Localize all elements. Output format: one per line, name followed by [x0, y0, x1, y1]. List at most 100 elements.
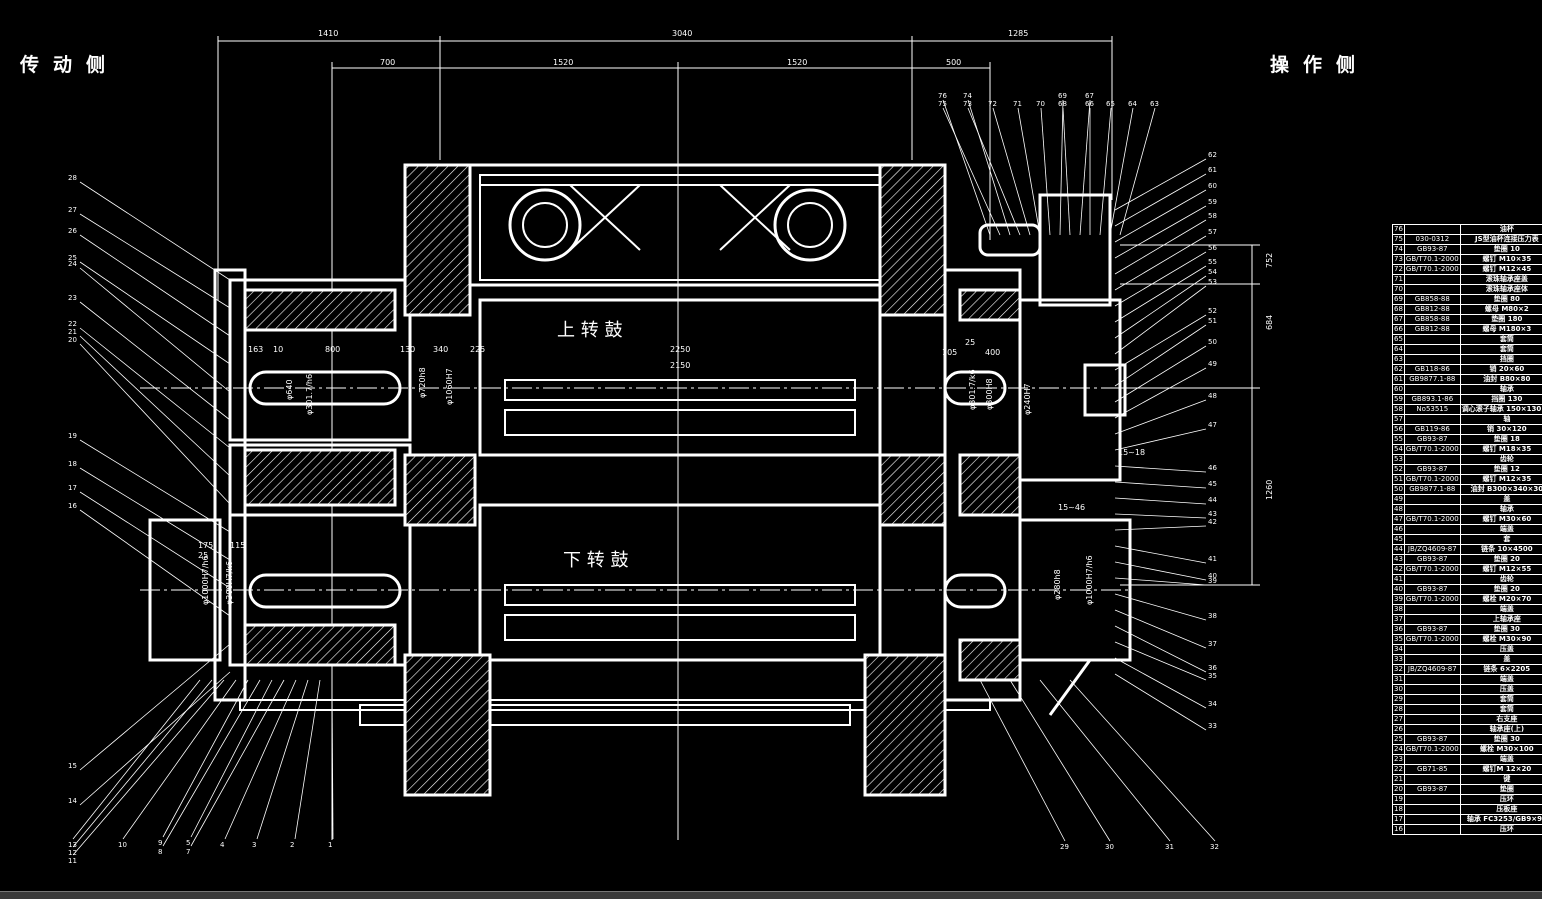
bom-cell-code — [1404, 495, 1460, 505]
dimension-value: 115 — [230, 541, 245, 550]
leader-line — [80, 468, 230, 560]
bom-row: 60轴承1 — [1393, 385, 1542, 395]
bom-cell-name: 销 30×120 — [1460, 425, 1542, 435]
callout-number: 5 — [186, 839, 190, 847]
callout-number: 58 — [1208, 212, 1217, 220]
bom-cell-no: 29 — [1393, 695, 1405, 705]
bom-cell-name: 垫圈 20 — [1460, 555, 1542, 565]
bom-cell-name: 端盖 — [1460, 525, 1542, 535]
dimension-value: 752 — [1265, 253, 1274, 268]
bom-cell-name: 齿轮 — [1460, 455, 1542, 465]
bom-cell-code: GB/T70.1-2000 — [1404, 745, 1460, 755]
bom-row: 70滚珠轴承座体1 — [1393, 285, 1542, 295]
callout-number: 24 — [68, 260, 77, 268]
leader-line — [1115, 514, 1206, 518]
bom-cell-no: 51 — [1393, 475, 1405, 485]
bom-cell-no: 19 — [1393, 795, 1405, 805]
bom-cell-no: 16 — [1393, 825, 1405, 835]
bom-cell-no: 57 — [1393, 415, 1405, 425]
bom-row: 45套1 — [1393, 535, 1542, 545]
leader-line — [80, 268, 230, 392]
bom-cell-no: 23 — [1393, 755, 1405, 765]
callout-number: 19 — [68, 432, 77, 440]
bom-cell-name: 销 20×60 — [1460, 365, 1542, 375]
callout-number: 33 — [1208, 722, 1217, 730]
bom-cell-code: GB93-87 — [1404, 785, 1460, 795]
bom-cell-name: 端盖 — [1460, 755, 1542, 765]
upper-left-pulley — [510, 190, 580, 260]
callout-number: 73 — [963, 100, 972, 108]
bom-cell-code: GB812-88 — [1404, 325, 1460, 335]
callout-number: 17 — [68, 484, 77, 492]
callout-number: 54 — [1208, 268, 1217, 276]
bom-row: 34压盖2 — [1393, 645, 1542, 655]
bom-row: 37上轴承座2 — [1393, 615, 1542, 625]
dimension-value: 1285 — [1008, 29, 1028, 38]
bom-cell-name: 油封 B80×80 — [1460, 375, 1542, 385]
bom-cell-name: 齿轮 — [1460, 575, 1542, 585]
leader-line — [80, 644, 230, 770]
bom-cell-name: 油封 B300×340×30 — [1460, 485, 1542, 495]
leader-line — [1115, 236, 1206, 290]
bom-cell-name: 键 — [1460, 775, 1542, 785]
bom-row: 46端盖1 — [1393, 525, 1542, 535]
callout-number: 20 — [68, 336, 77, 344]
bom-cell-code: GB93-87 — [1404, 435, 1460, 445]
fit-tolerance-label: φ300H8 — [985, 378, 994, 410]
leader-line — [1115, 368, 1206, 418]
bom-cell-name: 螺钉 M12×45 — [1460, 265, 1542, 275]
callout-number: 75 — [938, 100, 947, 108]
leader-line — [1115, 498, 1206, 504]
callout-number: 64 — [1128, 100, 1137, 108]
leader-line — [1115, 315, 1206, 370]
callout-number: 74 — [963, 92, 972, 100]
bom-cell-no: 45 — [1393, 535, 1405, 545]
leader-line — [1115, 276, 1206, 338]
callout-number: 34 — [1208, 700, 1217, 708]
leader-line — [191, 680, 272, 837]
bom-cell-no: 75 — [1393, 235, 1405, 245]
callout-number: 9 — [158, 839, 162, 847]
leader-line — [80, 302, 230, 420]
bom-cell-code — [1404, 335, 1460, 345]
bom-cell-code — [1404, 415, 1460, 425]
bom-cell-no: 67 — [1393, 315, 1405, 325]
bom-cell-name: 螺栓 M20×70 — [1460, 595, 1542, 605]
bom-cell-code — [1404, 355, 1460, 365]
bom-cell-no: 41 — [1393, 575, 1405, 585]
bom-cell-no: 56 — [1393, 425, 1405, 435]
leader-line — [943, 100, 990, 235]
callout-number: 69 — [1058, 92, 1067, 100]
dimension-value: 15~46 — [1058, 503, 1085, 512]
fit-tolerance-label: φ720h8 — [418, 367, 427, 398]
bom-cell-code: No53515 — [1404, 405, 1460, 415]
callout-number: 8 — [158, 848, 162, 856]
callout-number: 2 — [290, 841, 294, 849]
bom-cell-name: 上轴承座 — [1460, 615, 1542, 625]
bom-cell-name: 轴承 — [1460, 505, 1542, 515]
bom-cell-no: 22 — [1393, 765, 1405, 775]
bom-cell-no: 60 — [1393, 385, 1405, 395]
bom-cell-no: 31 — [1393, 675, 1405, 685]
bom-cell-no: 71 — [1393, 275, 1405, 285]
bom-cell-code — [1404, 825, 1460, 835]
bom-cell-no: 38 — [1393, 605, 1405, 615]
callout-number: 66 — [1085, 100, 1094, 108]
bom-cell-code: GB93-87 — [1404, 625, 1460, 635]
bom-cell-code: GB118-86 — [1404, 365, 1460, 375]
callout-number: 22 — [68, 320, 77, 328]
bom-cell-no: 58 — [1393, 405, 1405, 415]
bom-cell-code: GB93-87 — [1404, 585, 1460, 595]
bom-cell-name: 滚珠轴承座盖 — [1460, 275, 1542, 285]
bom-cell-code — [1404, 605, 1460, 615]
bom-cell-no: 35 — [1393, 635, 1405, 645]
